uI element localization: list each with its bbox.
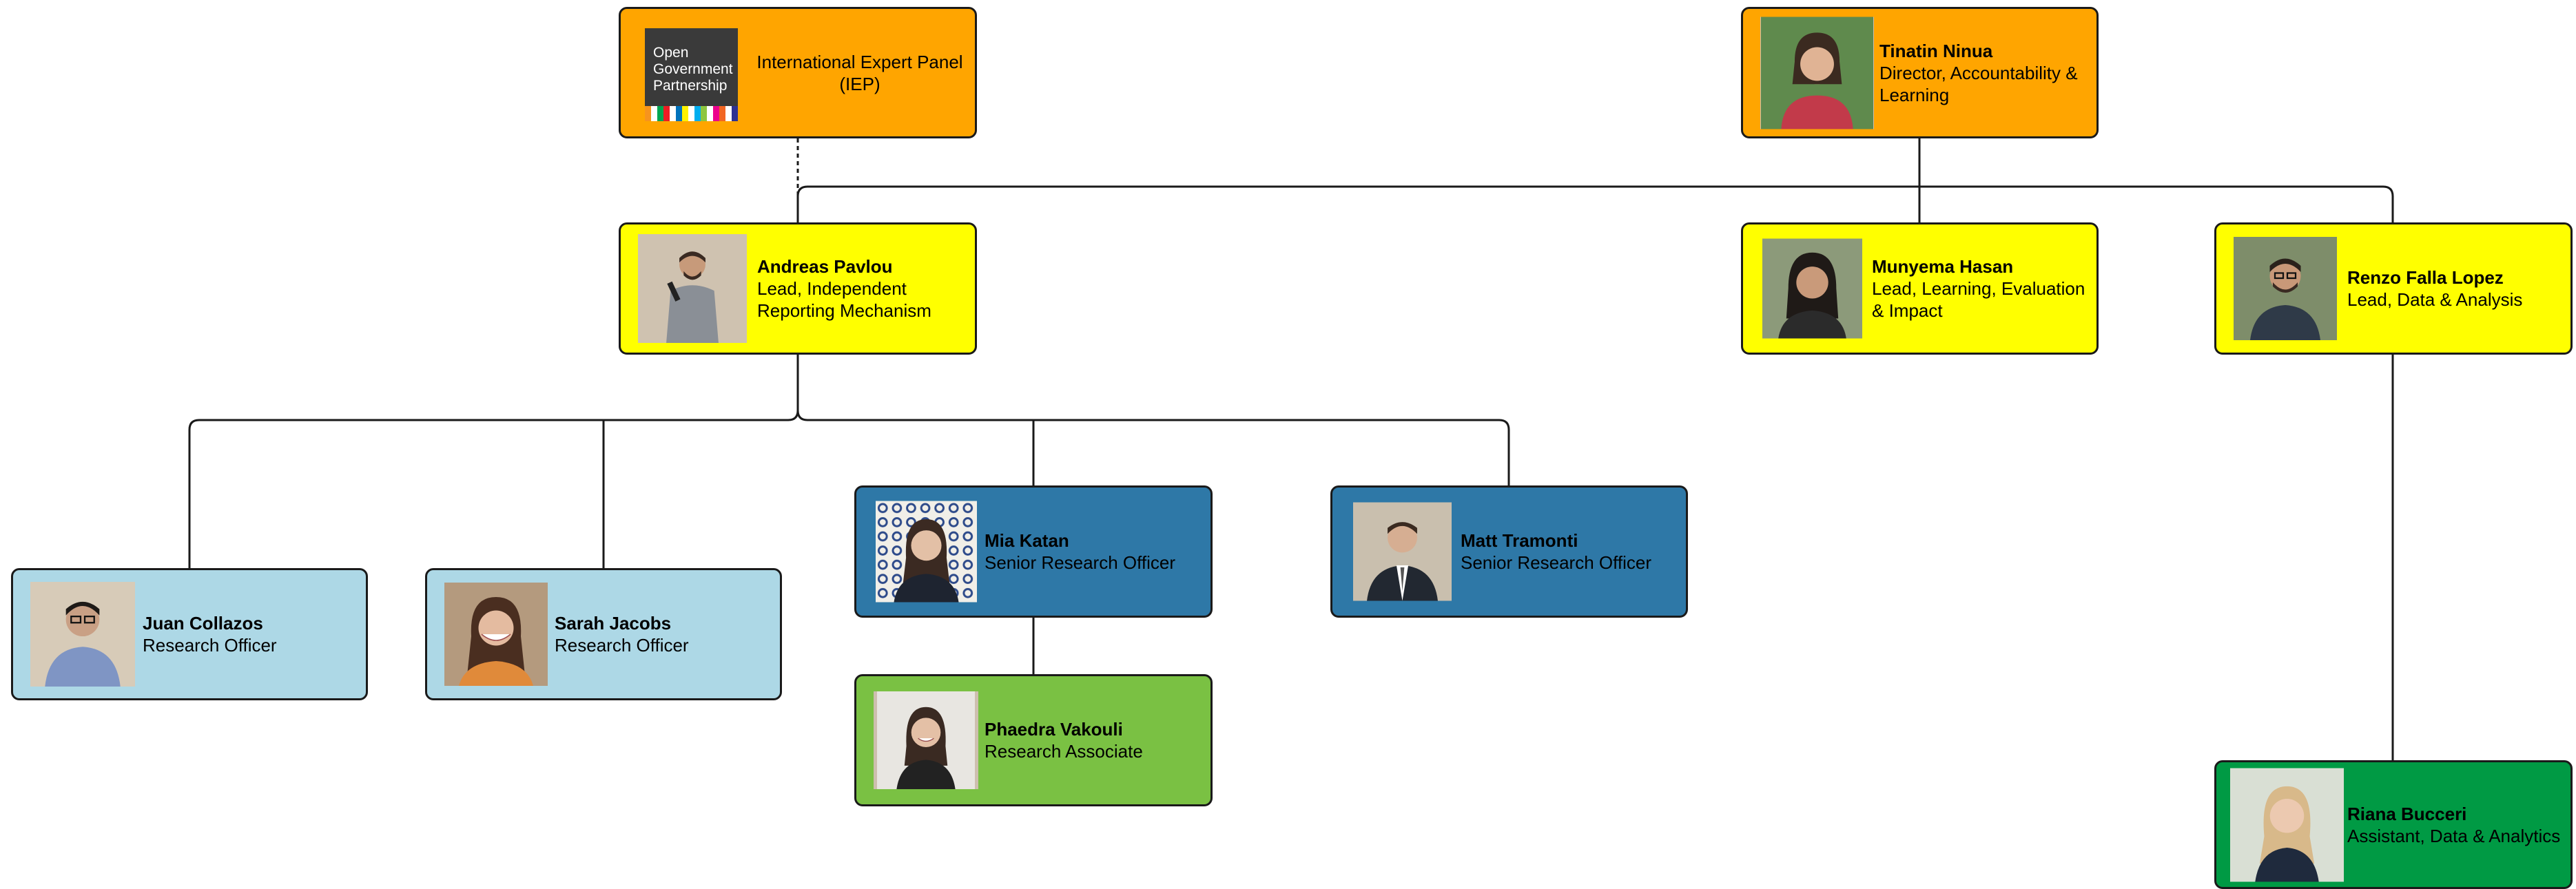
person-role: Director, Accountability & Learning [1879,62,2078,105]
org-node-matt-tramonti[interactable]: Matt Tramonti Senior Research Officer [1330,485,1688,618]
person-name: Andreas Pavlou [757,256,893,277]
person-role: Assistant, Data & Analytics [2347,825,2561,846]
org-node-juan-collazos[interactable]: Juan Collazos Research Officer [11,568,368,700]
person-photo-icon [2230,768,2344,881]
person-photo-icon [1762,238,1862,339]
org-node-iep[interactable]: Open Government Partnership Internationa… [619,7,977,138]
org-node-phaedra-vakouli[interactable]: Phaedra Vakouli Research Associate [854,674,1213,806]
person-role: Research Officer [555,635,689,656]
person-role: Lead, Independent Reporting Mechanism [757,278,931,321]
org-node-munyema-hasan[interactable]: Munyema Hasan Lead, Learning, Evaluation… [1741,222,2099,355]
person-photo-icon [2234,237,2337,340]
org-node-riana-bucceri[interactable]: Riana Bucceri Assistant, Data & Analytic… [2214,760,2573,889]
person-name: Tinatin Ninua [1879,40,1993,61]
person-photo-icon [1353,502,1452,601]
person-photo-icon [876,501,977,603]
person-name: Phaedra Vakouli [985,719,1123,740]
person-name: Renzo Falla Lopez [2347,267,2504,288]
org-node-sarah-jacobs[interactable]: Sarah Jacobs Research Officer [425,568,782,700]
person-name: Riana Bucceri [2347,803,2467,824]
person-name: Mia Katan [985,530,1069,551]
tinatin-to-reports-connector [796,138,2394,222]
person-role: Senior Research Officer [1461,552,1651,573]
person-photo-icon [1760,17,1874,129]
person-role: Lead, Data & Analysis [2347,289,2523,310]
person-name: Sarah Jacobs [555,613,672,634]
person-photo-icon [30,582,135,687]
org-node-mia-katan[interactable]: Mia Katan Senior Research Officer [854,485,1213,618]
org-node-andreas-pavlou[interactable]: Andreas Pavlou Lead, Independent Reporti… [619,222,977,355]
person-name: Munyema Hasan [1872,256,2014,277]
open-government-partnership-logo-icon: Open Government Partnership [645,28,738,121]
person-photo-icon [874,691,978,789]
person-role: Senior Research Officer [985,552,1175,573]
person-name: Matt Tramonti [1461,530,1578,551]
person-role: Research Officer [143,635,277,656]
person-role: Research Associate [985,741,1143,762]
iep-title: International Expert Panel (IEP) [756,51,963,94]
person-photo-icon [638,234,747,343]
andreas-to-reports-connector [188,355,1510,568]
org-node-renzo-falla-lopez[interactable]: Renzo Falla Lopez Lead, Data & Analysis [2214,222,2573,355]
person-role: Lead, Learning, Evaluation & Impact [1872,278,2085,321]
person-name: Juan Collazos [143,613,263,634]
org-node-tinatin-ninua[interactable]: Tinatin Ninua Director, Accountability &… [1741,7,2099,138]
person-photo-icon [444,583,548,686]
